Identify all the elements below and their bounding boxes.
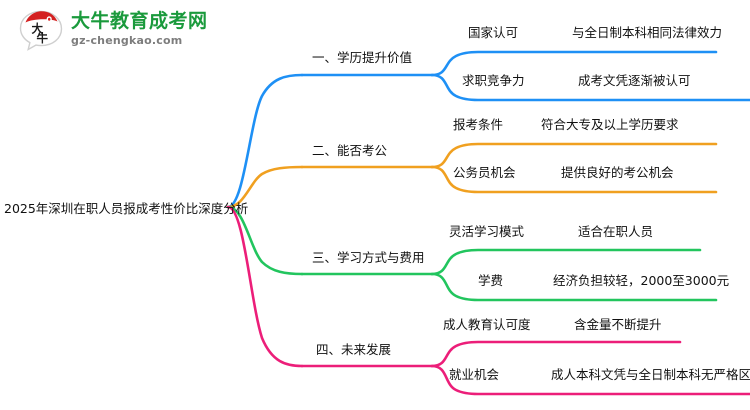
leaf-key-2-1[interactable]: 报考条件: [453, 117, 504, 132]
leaf-key-1-1[interactable]: 国家认可: [468, 25, 519, 40]
leaf-value-1-1[interactable]: 与全日制本科相同法律效力: [572, 25, 723, 40]
site-domain: gz-chengkao.com: [71, 34, 183, 48]
leaf-value-4-2[interactable]: 成人本科文凭与全日制本科无严格区分: [551, 367, 750, 382]
svg-text:大: 大: [32, 22, 44, 36]
leaf-key-4-2[interactable]: 就业机会: [449, 367, 500, 382]
leaf-key-3-1[interactable]: 灵活学习模式: [449, 224, 525, 239]
leaf-value-3-2[interactable]: 经济负担较轻，2000至3000元: [553, 273, 730, 288]
leaf-key-2-2[interactable]: 公务员机会: [453, 165, 516, 180]
daniu-speech-bubble-logo-icon: 大 牛: [18, 8, 64, 52]
svg-text:牛: 牛: [37, 31, 49, 45]
branch-label-3[interactable]: 三、学习方式与费用: [312, 250, 425, 265]
site-logo[interactable]: 大 牛 大牛教育成考网 gz-chengkao.com: [18, 8, 208, 52]
site-name: 大牛教育成考网: [71, 10, 208, 33]
branch-label-2[interactable]: 二、能否考公: [312, 143, 388, 158]
leaf-value-3-1[interactable]: 适合在职人员: [578, 224, 654, 239]
leaf-value-2-2[interactable]: 提供良好的考公机会: [561, 165, 674, 180]
branch-label-1[interactable]: 一、学历提升价值: [312, 50, 413, 65]
leaf-value-2-1[interactable]: 符合大专及以上学历要求: [541, 117, 679, 132]
leaf-value-4-1[interactable]: 含金量不断提升: [574, 317, 662, 332]
branch-label-4[interactable]: 四、未来发展: [316, 342, 392, 357]
logo-text-block: 大牛教育成考网 gz-chengkao.com: [71, 10, 208, 48]
leaf-key-1-2[interactable]: 求职竞争力: [462, 73, 525, 88]
leaf-value-1-2[interactable]: 成考文凭逐渐被认可: [578, 73, 691, 88]
leaf-key-4-1[interactable]: 成人教育认可度: [443, 317, 531, 332]
root-node-label[interactable]: 2025年深圳在职人员报成考性价比深度分析: [4, 201, 249, 216]
leaf-key-3-2[interactable]: 学费: [478, 273, 504, 288]
